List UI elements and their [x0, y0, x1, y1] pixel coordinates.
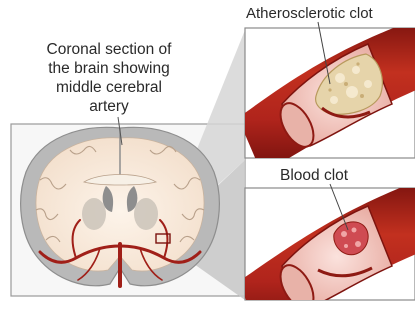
blood-clot-panel	[238, 180, 415, 322]
atherosclerotic-panel	[238, 18, 415, 174]
caption-line: Coronal section of	[18, 40, 200, 59]
caption-line: artery	[18, 97, 200, 116]
blood-clot-label: Blood clot	[280, 167, 390, 185]
caption-line: the brain showing	[18, 59, 200, 78]
caption-line: middle cerebral	[18, 78, 200, 97]
brain-caption: Coronal section of the brain showing mid…	[18, 40, 200, 116]
coronal-brain-section	[21, 127, 220, 286]
atherosclerotic-clot-label: Atherosclerotic clot	[246, 5, 415, 23]
blood-clot	[334, 222, 368, 255]
